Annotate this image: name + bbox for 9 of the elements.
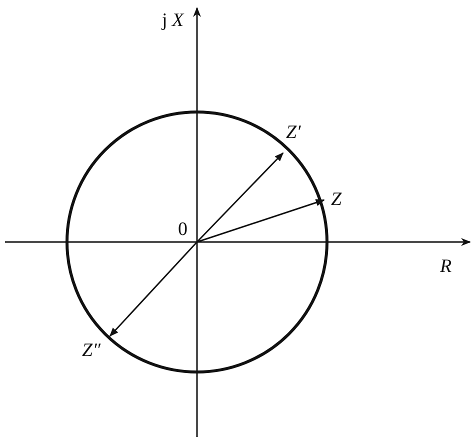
vector-arrow — [196, 152, 284, 243]
point-label: 0 — [178, 219, 192, 241]
point-label: Z′ — [286, 122, 308, 146]
point-label: Z — [331, 189, 349, 213]
axis-label: j X — [162, 10, 184, 32]
point-label: Z″ — [82, 340, 106, 364]
axis-label: R — [440, 256, 452, 278]
vector-arrow — [109, 242, 198, 337]
vector-arrow — [196, 199, 325, 243]
